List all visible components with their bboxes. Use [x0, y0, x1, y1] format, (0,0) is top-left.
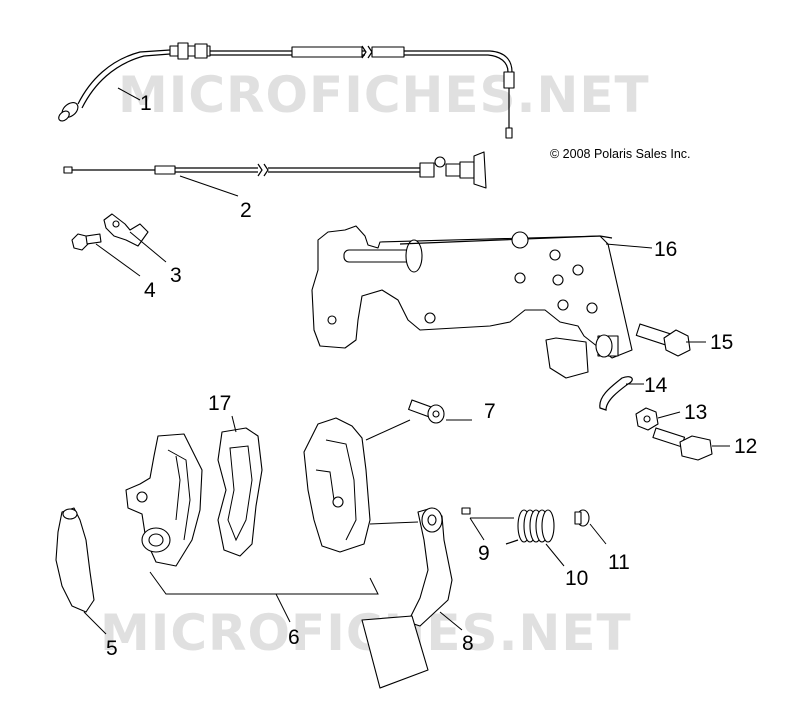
callout-6: 6 [288, 626, 300, 649]
part-10-spring[interactable] [505, 509, 555, 545]
callout-labels: 1 2 3 4 5 6 7 8 9 10 11 12 13 14 15 16 1… [106, 92, 757, 660]
callout-9: 9 [478, 542, 490, 565]
part-1-throttle-cable[interactable] [57, 42, 515, 139]
part-9-key[interactable] [461, 507, 471, 515]
callout-1: 1 [140, 92, 152, 115]
part-11-clip[interactable] [574, 509, 590, 527]
part-4-screw[interactable] [71, 233, 102, 251]
callout-11: 11 [608, 551, 630, 574]
part-15-bolt[interactable] [635, 323, 691, 357]
left-housing[interactable] [125, 433, 203, 567]
callout-10: 10 [565, 567, 588, 590]
callout-15: 15 [710, 331, 733, 354]
callout-4: 4 [144, 279, 156, 302]
right-housing[interactable] [303, 417, 371, 553]
watermark-top: MICROFICHES.NET [118, 66, 650, 124]
part-7-bolt[interactable] [408, 399, 445, 424]
callout-17: 17 [208, 392, 231, 415]
copyright-text: © 2008 Polaris Sales Inc. [550, 147, 691, 161]
callout-13: 13 [684, 401, 707, 424]
part-17-gasket[interactable] [217, 427, 263, 557]
callout-14: 14 [644, 374, 668, 397]
callout-5: 5 [106, 637, 118, 660]
callout-12: 12 [734, 435, 757, 458]
callout-16: 16 [654, 238, 677, 261]
callout-3: 3 [170, 264, 182, 287]
callout-8: 8 [462, 632, 474, 655]
part-13-nut[interactable] [635, 407, 659, 431]
part-16-main-bracket[interactable] [311, 225, 633, 379]
part-12-bolt[interactable] [652, 427, 713, 461]
callout-7: 7 [484, 400, 496, 423]
part-8-pedal-arm[interactable] [361, 507, 453, 689]
leader-lines [83, 87, 730, 635]
part-2-choke-cable[interactable] [63, 151, 487, 189]
part-5-cover[interactable] [55, 507, 95, 613]
callout-2: 2 [240, 199, 252, 222]
part-14-clip[interactable] [599, 376, 633, 411]
